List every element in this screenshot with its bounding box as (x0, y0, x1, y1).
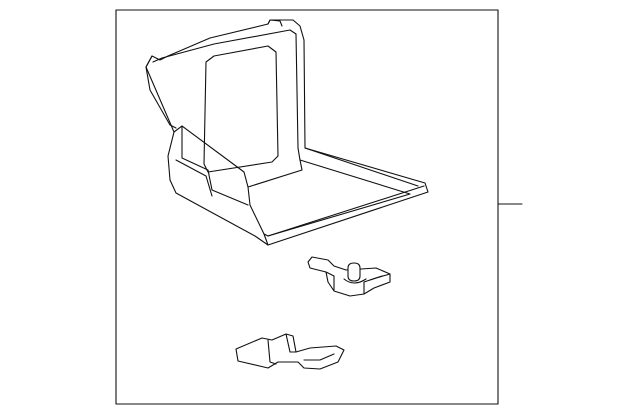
tray-back-top-edge-2 (145, 55, 177, 129)
support-bracket-fold (267, 339, 277, 365)
tray-back-top-edge (152, 29, 297, 63)
hold-down-bolt-washer (343, 278, 367, 284)
hold-down-bracket-slot (369, 275, 383, 281)
support-bracket (235, 333, 345, 370)
tray-left-panel-step (175, 159, 213, 197)
tray-back-inner-edge (295, 33, 301, 161)
tray-outer-outline (145, 19, 429, 246)
hold-down-bracket-fold (325, 271, 335, 291)
diagram-frame (115, 9, 499, 405)
tray-floor-inner-edge (304, 147, 419, 187)
tray-left-panel-inner (181, 125, 249, 206)
tray-top-tab (267, 19, 283, 27)
support-bracket-tab (303, 353, 335, 361)
tray-back-window (203, 45, 279, 173)
support-bracket-fold-2 (285, 333, 297, 353)
hold-down-bracket (307, 256, 391, 297)
tray-floor-back-edge (267, 159, 411, 237)
hold-down-bolt (347, 262, 361, 282)
tray-floor-front-lip (263, 185, 425, 237)
tray-floor-left-edge (247, 159, 303, 188)
battery-tray (145, 19, 429, 246)
